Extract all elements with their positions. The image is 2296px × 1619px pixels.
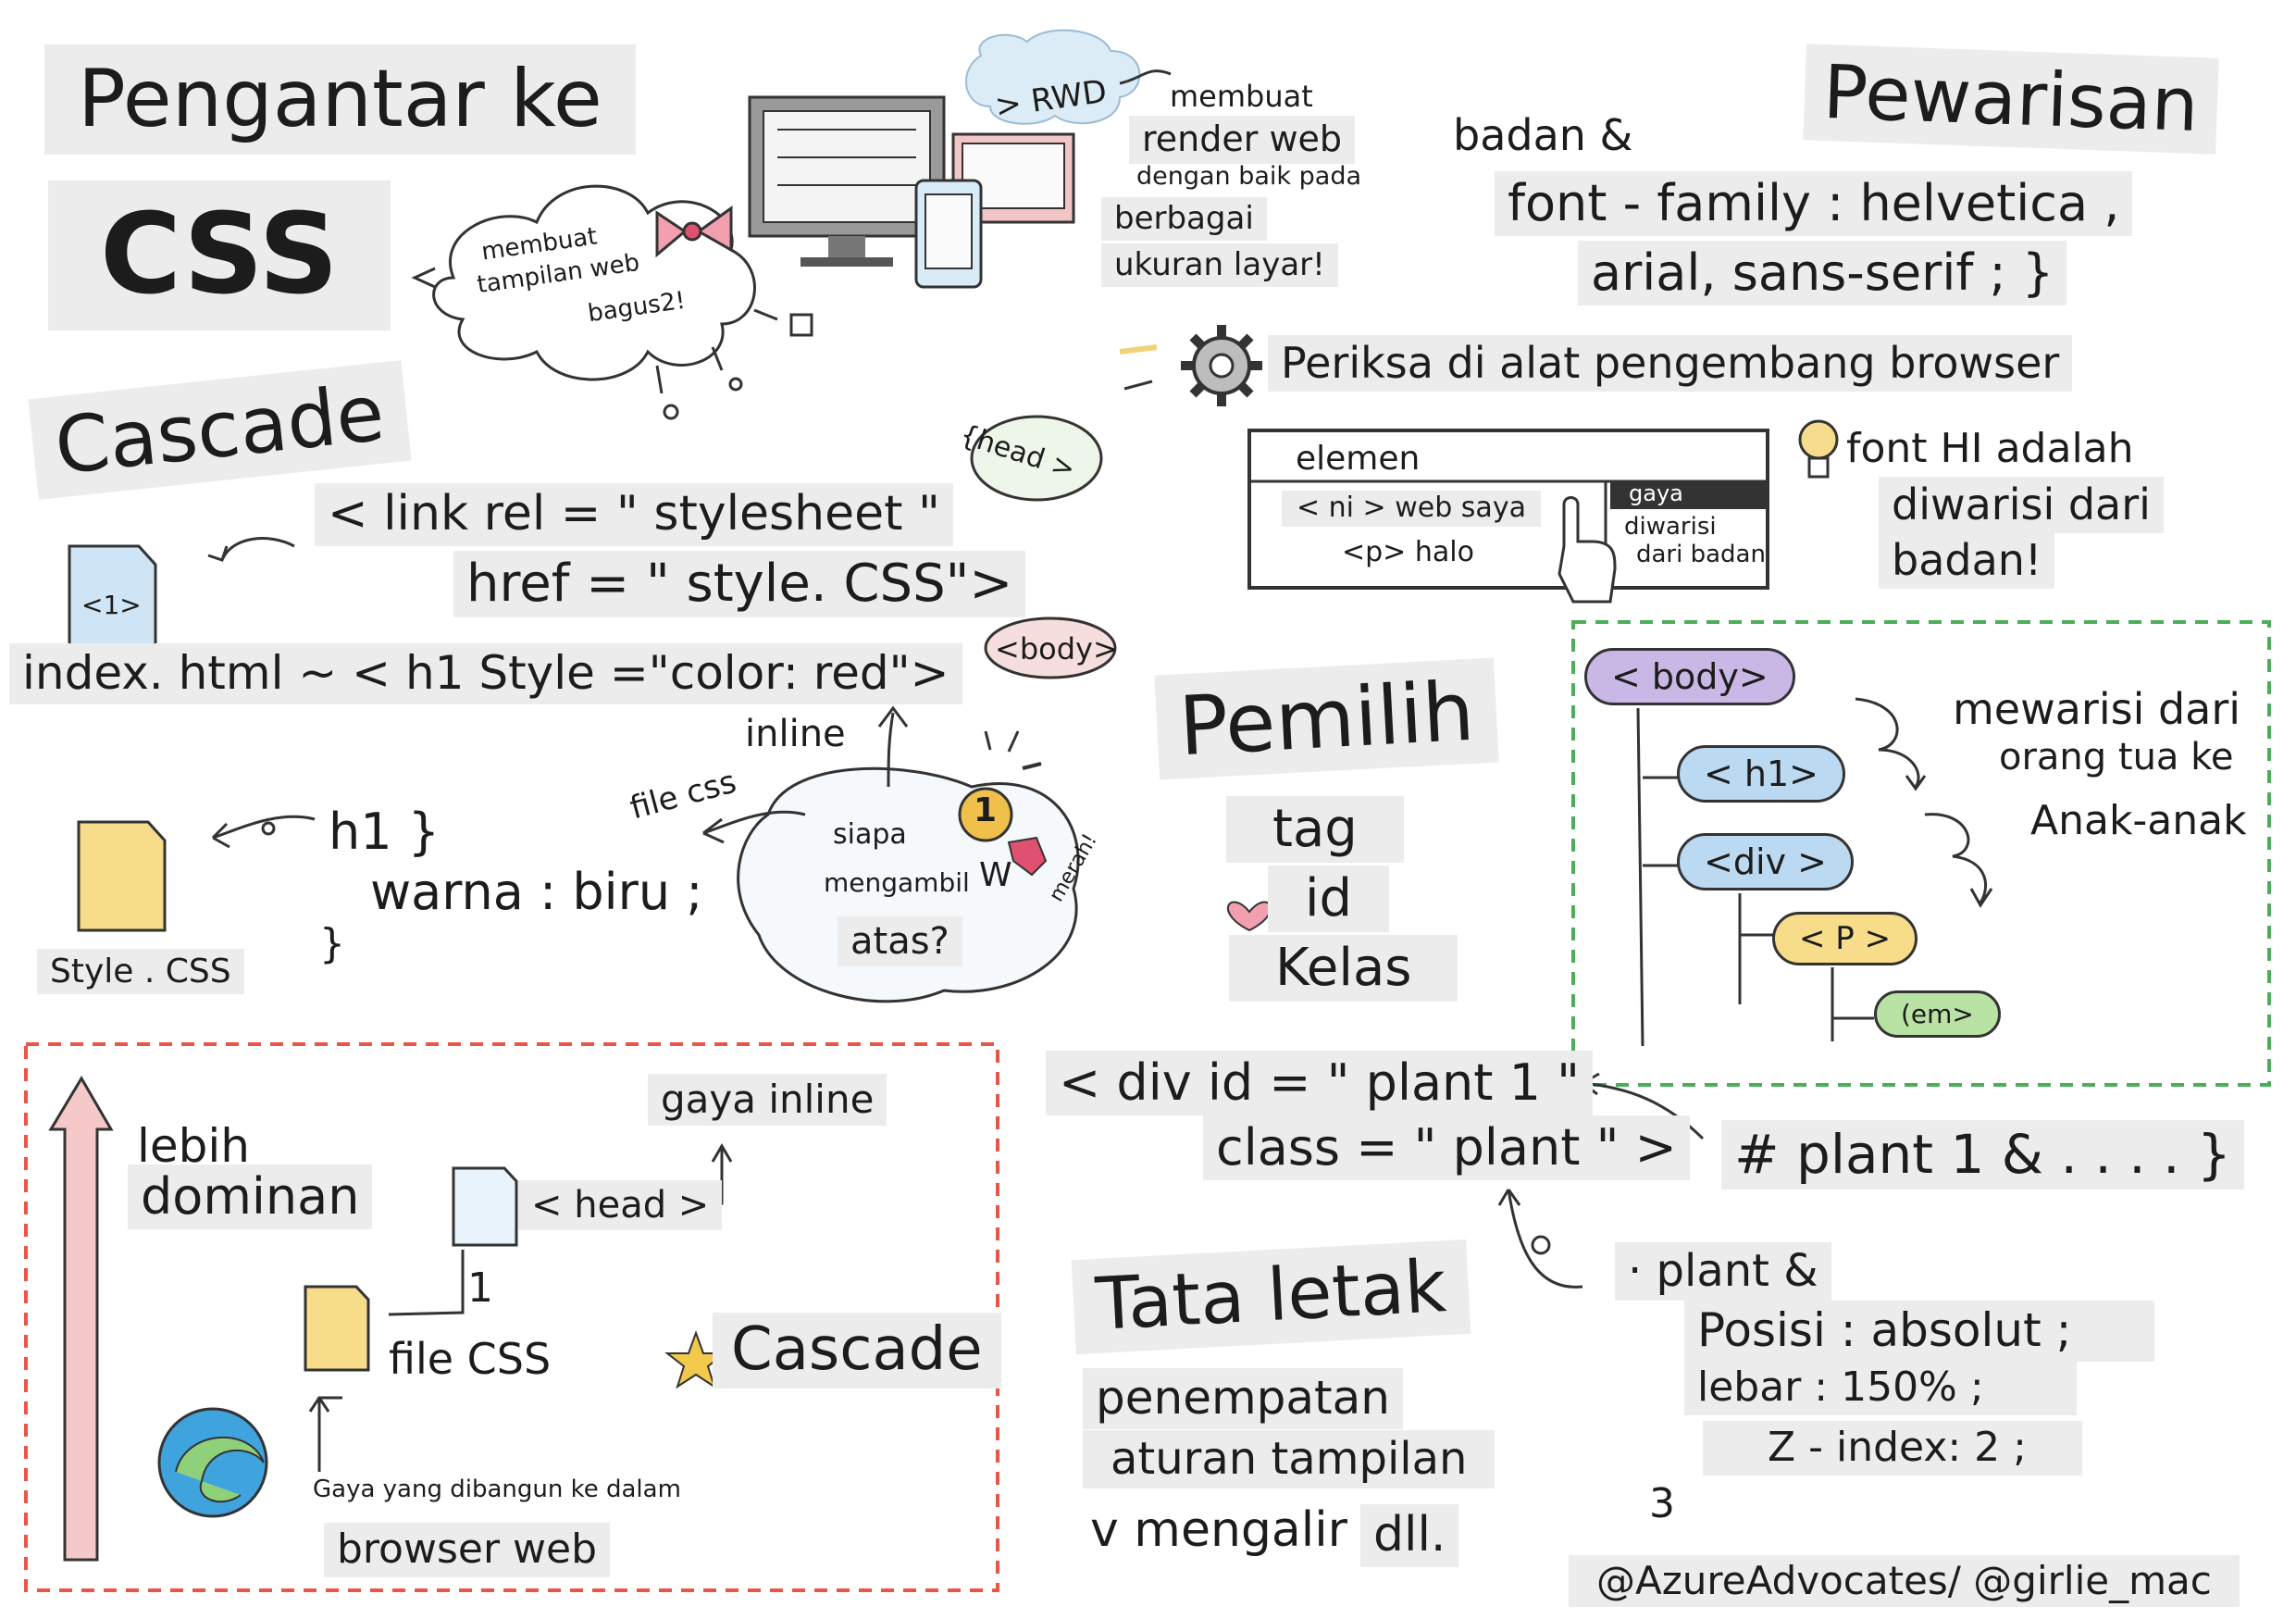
css-rule-1: h1 } — [329, 803, 441, 861]
priority-gaya-inline: gaya inline — [648, 1074, 887, 1127]
priority-number-1: 1 — [467, 1264, 493, 1312]
tree-node-p: < P > — [1772, 912, 1918, 965]
panel-ni: < ni > web saya — [1282, 491, 1541, 527]
head-file-icon — [452, 1166, 518, 1247]
browser-edge-icon — [157, 1407, 268, 1518]
priority-cascade: Cascade — [713, 1313, 1001, 1389]
body-bubble-text: <body> — [995, 631, 1118, 666]
bow-icon — [655, 205, 733, 258]
selectors-title: Pemilih — [1154, 657, 1499, 780]
selector-class-rule-4: Z - index: 2 ; — [1703, 1421, 2082, 1476]
medal-number: 1 — [974, 791, 998, 829]
responsive-devices-icon — [748, 95, 1075, 289]
font-note-1: font HI adalah — [1846, 425, 2134, 472]
priority-browser-web: browser web — [324, 1523, 611, 1577]
tree-node-body: < body> — [1584, 648, 1795, 705]
rwd-desc-5: ukuran layar! — [1101, 243, 1338, 288]
rwd-desc-1: membuat — [1157, 76, 1326, 118]
link-line-1: < link rel = " stylesheet " — [315, 483, 953, 546]
inheritance-font-line1: font - family : helvetica , — [1495, 171, 2133, 237]
layout-item-3: v mengalir — [1083, 1500, 1356, 1563]
panel-dari-badan: dari badan — [1636, 541, 1766, 568]
priority-builtin: Gaya yang dibangun ke dalam — [313, 1476, 681, 1503]
intro-title-line2: CSS — [48, 181, 391, 330]
priority-dominan: dominan — [128, 1164, 373, 1230]
tree-note-2: orang tua ke — [1999, 736, 2234, 778]
selector-class-rule-3: lebar : 150% ; — [1684, 1361, 2077, 1415]
priority-arrow — [48, 1076, 114, 1562]
selector-div-line-2: class = " plant " > — [1203, 1115, 1690, 1181]
bubble-text-1: siapa — [833, 818, 907, 851]
selector-tag: tag — [1226, 796, 1404, 864]
panel-p: <p> halo — [1342, 536, 1474, 568]
medal-letter: W — [979, 856, 1012, 894]
css-file-icon — [77, 820, 167, 932]
intro-title-line1: Pengantar ke — [44, 44, 636, 155]
body-bubble — [984, 616, 1117, 679]
selector-kelas: Kelas — [1229, 935, 1458, 1003]
inheritance-body-line: badan & — [1453, 110, 1633, 160]
inline-style-line: index. html ~ < h1 Style ="color: red"> — [9, 643, 962, 704]
layout-item-1: penempatan — [1083, 1368, 1403, 1429]
panel-diwarisi: diwarisi — [1624, 513, 1717, 541]
head-bubble — [970, 415, 1103, 502]
link-line-2: href = " style. CSS"> — [453, 551, 1026, 618]
priority-lebih: lebih — [137, 1119, 250, 1173]
font-note-2: diwarisi dari — [1879, 477, 2164, 533]
selector-class-rule-1: · plant & — [1615, 1242, 1831, 1301]
rwd-desc-3: dengan baik pada — [1136, 162, 1362, 191]
hand-cursor-icon — [1558, 496, 1617, 604]
tree-note-1: mewarisi dari — [1953, 684, 2241, 734]
rwd-desc-2: render web — [1129, 116, 1356, 164]
bubble-text-3: atas? — [838, 916, 962, 966]
gear-icon — [1181, 325, 1262, 406]
html-file-icon — [68, 544, 157, 650]
panel-gaya: gaya — [1629, 480, 1683, 506]
style-css-label: Style . CSS — [37, 949, 244, 995]
credit: @AzureAdvocates/ @girlie_mac — [1569, 1555, 2240, 1608]
rwd-cloud — [965, 29, 1141, 125]
layout-item-4: dll. — [1360, 1504, 1459, 1567]
css-rule-2: warna : biru ; — [370, 863, 703, 921]
bubble-text-2: mengambil — [824, 867, 970, 898]
inline-label: inline — [745, 713, 846, 755]
font-note-3: badan! — [1879, 532, 2055, 589]
tree-node-div: <div > — [1677, 833, 1854, 890]
tree-note-3: Anak-anak — [2017, 794, 2260, 849]
selector-class-rule-5: 3 — [1649, 1480, 1675, 1527]
rwd-desc-4: berbagai — [1101, 197, 1267, 242]
heart-icon — [1227, 901, 1272, 932]
selector-id: id — [1268, 866, 1390, 933]
selector-id-rule: # plant 1 & . . . . } — [1721, 1120, 2244, 1189]
layout-item-2: aturan tampilan — [1083, 1430, 1496, 1489]
cloud-shape — [432, 184, 756, 381]
tree-node-em: (em> — [1874, 990, 2001, 1038]
inheritance-font-line2: arial, sans-serif ; } — [1578, 241, 2067, 306]
html-file-label: <1> — [81, 590, 142, 620]
panel-elemen: elemen — [1296, 440, 1421, 478]
selector-class-rule-2: Posisi : absolut ; — [1684, 1301, 2155, 1362]
selector-div-line-1: < div id = " plant 1 " — [1046, 1051, 1593, 1116]
medal-icon — [958, 787, 1048, 877]
tree-node-h1: < h1> — [1677, 745, 1846, 803]
priority-head: < head > — [518, 1180, 723, 1230]
priority-file-css: file CSS — [389, 1334, 552, 1384]
lightbulb-icon — [1798, 419, 1839, 479]
css-rule-3: } — [319, 920, 345, 967]
inheritance-title: Pewarisan — [1803, 44, 2219, 155]
css-file-small-icon — [304, 1285, 370, 1372]
devtools-caption: Periksa di alat pengembang browser — [1268, 335, 2073, 392]
